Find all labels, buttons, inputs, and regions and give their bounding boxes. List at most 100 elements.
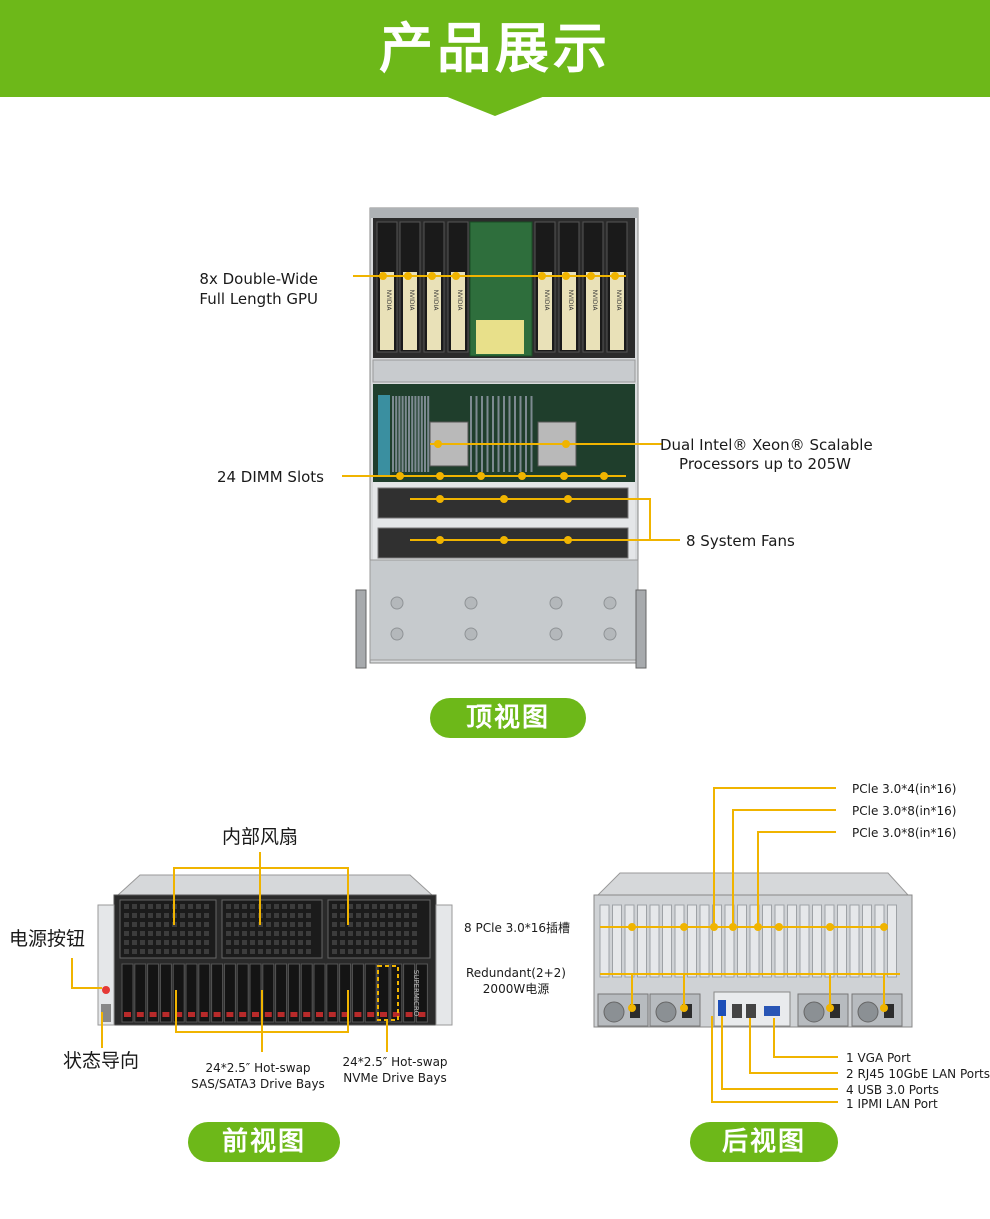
power-button-label: 电源按钮 — [9, 928, 86, 950]
callout-dot — [518, 472, 526, 480]
dimm-slot — [519, 396, 522, 472]
dimm-slot — [395, 396, 398, 472]
header-arrow — [445, 96, 545, 116]
vent-hole — [156, 940, 161, 945]
callout-dot — [826, 923, 834, 931]
cage-screw — [390, 596, 404, 610]
callout-dot — [434, 440, 442, 448]
vent-hole — [282, 940, 287, 945]
vent-hole — [380, 904, 385, 909]
callout-dot — [710, 923, 718, 931]
vent-hole — [242, 904, 247, 909]
pcie-slot — [849, 904, 860, 978]
vent-hole — [274, 949, 279, 954]
vent-hole — [290, 913, 295, 918]
callout-dot — [500, 495, 508, 503]
vent-hole — [132, 913, 137, 918]
cage-screw — [603, 627, 617, 641]
vent-hole — [388, 904, 393, 909]
callout-dot — [729, 923, 737, 931]
dimm-slot — [492, 396, 494, 472]
vent-hole — [340, 940, 345, 945]
vent-hole — [234, 922, 239, 927]
vent-hole — [274, 940, 279, 945]
cage-screw — [464, 596, 478, 610]
cage-screw — [549, 627, 563, 641]
drive-bay — [185, 963, 198, 1023]
vent-hole — [274, 913, 279, 918]
vent-hole — [274, 922, 279, 927]
drive-led — [341, 1012, 349, 1017]
gpu-brand-text: NVIDIA — [408, 290, 415, 312]
pcie-label-2: PCle 3.0*8(in*16) — [852, 804, 957, 818]
vent-hole — [396, 913, 401, 918]
vent-hole — [290, 940, 295, 945]
dimm-slot — [392, 396, 394, 472]
drive-led — [226, 1012, 234, 1017]
drive-led — [277, 1012, 285, 1017]
vent-hole — [148, 931, 153, 936]
drive-bay — [147, 963, 160, 1023]
vent-hole — [226, 940, 231, 945]
vent-hole — [164, 922, 169, 927]
callout-dot — [562, 272, 570, 280]
drive-bay — [223, 963, 236, 1023]
vent-hole — [196, 913, 201, 918]
vga-port-label: 1 VGA Port — [846, 1051, 911, 1065]
gpu-brand-text: NVIDIA — [591, 290, 598, 312]
vent-hole — [266, 931, 271, 936]
dimm-slot — [404, 396, 407, 472]
vent-hole — [204, 913, 209, 918]
pcie-slot — [862, 904, 872, 978]
vent-hole — [380, 913, 385, 918]
vent-hole — [132, 922, 137, 927]
vent-hole — [340, 913, 345, 918]
vent-hole — [372, 940, 377, 945]
drive-led — [392, 1012, 400, 1017]
vent-hole — [226, 922, 231, 927]
vent-hole — [340, 949, 345, 954]
drive-led — [162, 1012, 170, 1017]
vent-hole — [234, 949, 239, 954]
drive-led — [175, 1012, 183, 1017]
vent-hole — [290, 922, 295, 927]
vent-hole — [204, 949, 209, 954]
cage-screw — [464, 627, 478, 641]
cage-screw — [603, 596, 617, 610]
gpu-label-line2: Full Length GPU — [199, 290, 318, 308]
vent-hole — [132, 949, 137, 954]
rear-view-caption: 后视图 — [690, 1122, 838, 1162]
pcie-slot — [787, 904, 797, 978]
vent-hole — [140, 922, 145, 927]
drive-bay — [198, 963, 211, 1023]
vent-hole — [348, 940, 353, 945]
vent-hole — [242, 949, 247, 954]
drive-led — [328, 1012, 336, 1017]
vent-hole — [156, 904, 161, 909]
header-banner — [0, 0, 990, 97]
vent-hole — [226, 904, 231, 909]
drive-led — [367, 1012, 375, 1017]
vent-hole — [124, 940, 129, 945]
gpu-label-area — [380, 272, 394, 350]
pcie-slots-label: 8 PCle 3.0*16插槽 — [464, 921, 570, 935]
vent-hole — [164, 949, 169, 954]
dimm-slot — [481, 396, 483, 472]
vent-hole — [298, 940, 303, 945]
vent-hole — [180, 940, 185, 945]
vent-hole — [188, 904, 193, 909]
vent-hole — [140, 904, 145, 909]
drive-led — [316, 1012, 323, 1017]
drive-bay — [313, 963, 326, 1023]
vent-hole — [188, 940, 193, 945]
dimm-slot — [508, 396, 511, 472]
callout-dot — [611, 272, 619, 280]
vent-hole — [164, 904, 169, 909]
pcie-slot — [687, 904, 697, 978]
vent-hole — [140, 931, 145, 936]
gpu-brand-text: NVIDIA — [615, 290, 622, 312]
gpu-brand-text: NVIDIA — [543, 290, 550, 312]
callout-dot — [826, 1004, 834, 1012]
vent-hole — [380, 949, 385, 954]
